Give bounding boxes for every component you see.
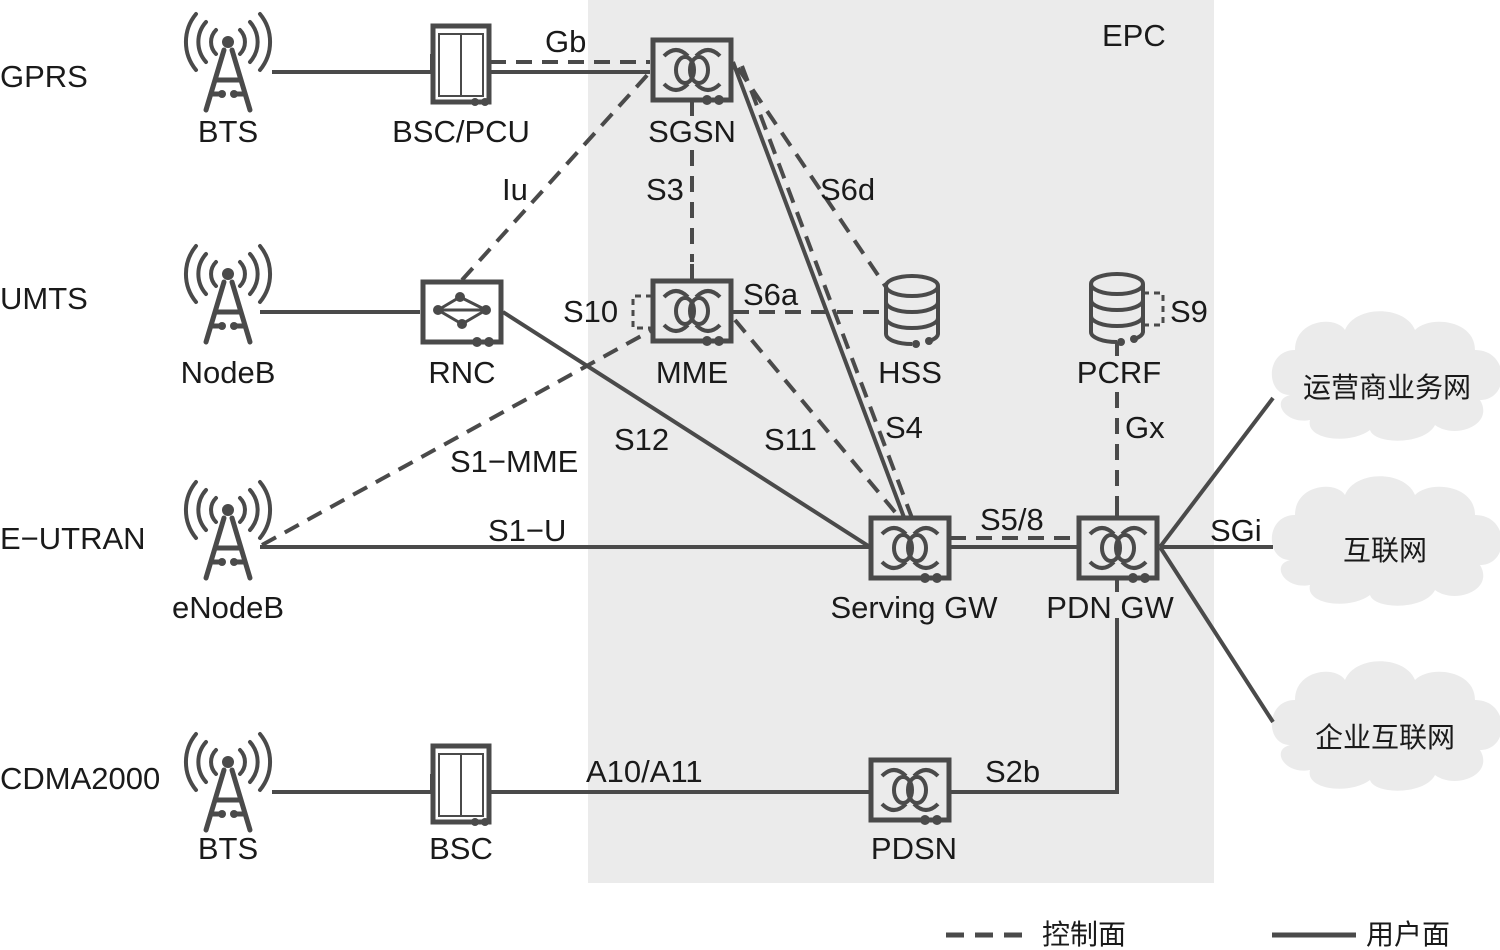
interface-label-s2b: S2b	[985, 754, 1040, 789]
link-s4-control	[740, 65, 914, 519]
node-label: BTS	[198, 114, 258, 149]
link-iu	[460, 70, 652, 282]
switch-icon	[653, 40, 731, 105]
link-s11	[733, 318, 902, 520]
antenna-tower-icon	[186, 482, 270, 578]
switch-icon	[653, 281, 731, 346]
node-label: Serving GW	[830, 590, 998, 625]
legend-item-user-plane: 用户面	[1272, 918, 1450, 950]
access-network-label-cdma2000: CDMA2000	[0, 761, 160, 796]
node-label: PDN GW	[1046, 590, 1174, 625]
switch-icon	[1079, 518, 1157, 583]
link-s6d	[736, 66, 890, 292]
node-bts-cdma[interactable]: BTS	[186, 734, 270, 866]
node-label: PDSN	[871, 831, 957, 866]
network-controller-icon	[420, 279, 504, 347]
node-label: MME	[656, 355, 728, 390]
node-label: BSC/PCU	[392, 114, 530, 149]
epc-region-label: EPC	[1102, 18, 1166, 53]
node-bsc-pcu[interactable]: BSC/PCU	[392, 26, 530, 149]
node-label: SGSN	[648, 114, 736, 149]
interface-label-s9: S9	[1170, 294, 1208, 329]
interface-label-a10-a11: A10/A11	[586, 754, 703, 789]
link-sgi-operator	[1158, 396, 1275, 549]
access-network-label-umts: UMTS	[0, 281, 88, 316]
node-mme[interactable]: MME	[653, 281, 731, 390]
node-bts-gprs[interactable]: BTS	[186, 14, 270, 149]
node-label: HSS	[878, 355, 942, 390]
node-pcrf[interactable]: PCRF	[1077, 272, 1161, 390]
link-s2b	[950, 618, 1119, 794]
interface-label-s10: S10	[563, 294, 618, 329]
cabinet-icon	[430, 26, 489, 106]
node-rnc[interactable]: RNC	[420, 279, 504, 390]
node-label: eNodeB	[172, 590, 284, 625]
interface-label-s3: S3	[646, 172, 684, 207]
interface-label-s6a: S6a	[743, 277, 799, 312]
interface-label-s11: S11	[764, 422, 817, 457]
node-pdsn[interactable]: PDSN	[871, 760, 957, 866]
node-sgsn[interactable]: SGSN	[648, 40, 736, 149]
link-s9-loop	[1143, 291, 1165, 327]
link-s1-mme	[261, 328, 653, 547]
access-network-label-gprs: GPRS	[0, 59, 88, 94]
cloud-label-operator: 运营商业务网	[1303, 371, 1471, 404]
node-bsc[interactable]: BSC	[429, 746, 493, 866]
node-pdn-gw[interactable]: PDN GW	[1046, 518, 1174, 625]
interface-label-s6d: S6d	[820, 172, 875, 207]
node-enodeb[interactable]: eNodeB	[172, 482, 284, 625]
antenna-tower-icon	[186, 734, 270, 830]
node-label: RNC	[428, 355, 495, 390]
node-label: BSC	[429, 831, 493, 866]
cloud-label-internet: 互联网	[1343, 534, 1427, 567]
node-nodeb[interactable]: NodeB	[181, 246, 276, 390]
legend-item-control-plane: 控制面	[946, 918, 1126, 950]
interface-label-gx: Gx	[1125, 410, 1165, 445]
link-s10-loop	[631, 294, 652, 330]
switch-icon	[871, 760, 949, 825]
node-serving-gw[interactable]: Serving GW	[830, 518, 998, 625]
node-label: PCRF	[1077, 355, 1161, 390]
cabinet-icon	[430, 746, 489, 826]
antenna-tower-icon	[186, 246, 270, 342]
switch-icon	[871, 518, 949, 583]
node-label: NodeB	[181, 355, 276, 390]
link-s12	[501, 310, 872, 549]
antenna-tower-icon	[186, 14, 270, 110]
interface-label-iu: Iu	[502, 172, 528, 207]
interface-label-s12: S12	[614, 422, 669, 457]
node-hss[interactable]: HSS	[878, 274, 942, 390]
legend-label-control: 控制面	[1042, 918, 1126, 950]
link-s4-user	[731, 61, 907, 521]
legend: 控制面 用户面	[946, 918, 1450, 950]
cloud-label-enterprise: 企业互联网	[1315, 721, 1455, 754]
access-network-label-eutran: E−UTRAN	[0, 521, 146, 556]
link-sgi-enterprise	[1158, 545, 1275, 724]
interface-label-s4: S4	[885, 410, 923, 445]
interface-label-gb: Gb	[545, 24, 586, 59]
epc-region	[588, 0, 1214, 883]
interface-label-sgi: SGi	[1210, 513, 1262, 548]
interface-label-s5-8: S5/8	[980, 502, 1044, 537]
legend-label-user: 用户面	[1366, 918, 1450, 950]
node-label: BTS	[198, 831, 258, 866]
interface-label-s1-u: S1−U	[488, 513, 566, 548]
interface-label-s1-mme: S1−MME	[450, 444, 578, 479]
